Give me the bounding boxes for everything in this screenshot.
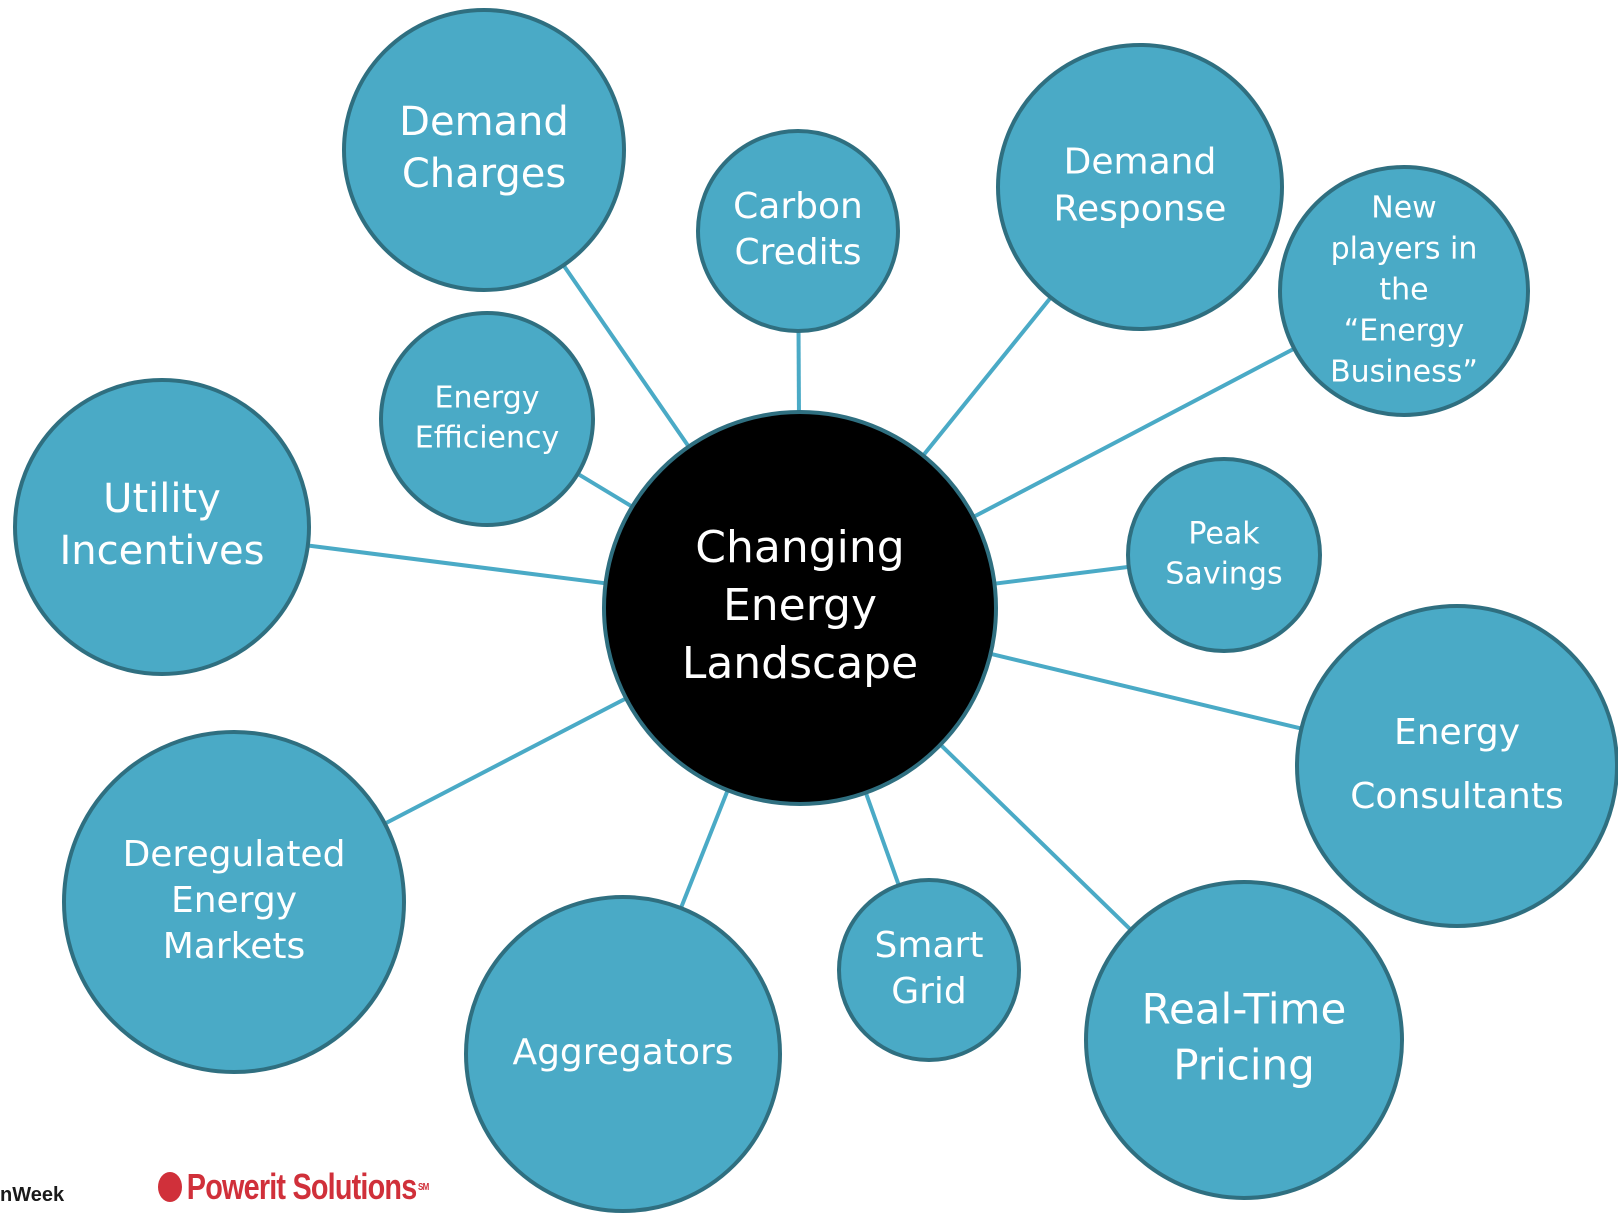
center-node-label-line: Landscape [682,638,918,689]
connector-line-demand-response [921,296,1053,457]
node-peak-savings-label-line: Savings [1165,557,1282,592]
node-energy-consultants-label-line: Energy [1394,712,1520,753]
node-demand-response-label-line: Demand [1064,142,1217,183]
connector-line-peak-savings [994,564,1129,586]
connector-line-real-time-pricing [939,743,1133,932]
node-utility-incentives-label-line: Utility [103,476,221,522]
node-demand-charges-label-line: Charges [402,151,566,197]
node-aggregators-label-line: Aggregators [512,1032,733,1073]
node-smart-grid-circle [837,878,1021,1062]
node-energy-efficiency-circle [379,311,595,527]
node-carbon-credits-label-line: Credits [734,232,861,273]
node-energy-efficiency-label-line: Efficiency [415,421,560,456]
powerit-logo-icon [158,1172,182,1202]
node-real-time-pricing-label-line: Real-Time [1142,985,1347,1034]
node-new-players-label-line: players in [1331,232,1478,267]
connector-line-aggregators [679,789,730,909]
node-deregulated-energy-markets-label-line: Deregulated [123,834,346,875]
node-smart-grid-label-line: Smart [875,925,984,966]
node-energy-efficiency-label-line: Energy [434,381,539,416]
node-smart-grid-label-line: Grid [891,971,967,1012]
connector-line-energy-consultants [990,651,1302,731]
node-demand-charges-circle [342,8,626,292]
node-deregulated-energy-markets-circle [62,730,406,1074]
node-carbon-credits-circle [696,129,900,333]
node-deregulated-energy-markets-label-line: Energy [171,880,297,921]
node-utility-incentives-circle [13,378,311,676]
node-real-time-pricing-label-line: Pricing [1173,1041,1315,1090]
logo-text-part1: Powerit [186,1166,286,1207]
node-energy-consultants-circle [1295,604,1618,928]
node-utility-incentives-label-line: Incentives [59,528,264,574]
node-energy-consultants-label-line: Consultants [1350,776,1563,817]
center-node-label-line: Energy [723,580,877,631]
center-node-label-line: Changing [695,522,904,573]
node-new-players-label-line: the [1379,273,1428,308]
center-node-circle [602,410,998,806]
node-demand-response-circle [996,43,1284,331]
node-new-players-label-line: Business” [1330,355,1478,390]
node-new-players-label-line: “Energy [1344,314,1465,349]
node-new-players-label-line: New [1371,191,1436,226]
node-aggregators: Aggregators [464,895,782,1213]
connector-line-smart-grid [863,791,901,886]
connector-line-energy-efficiency [576,472,634,509]
connector-line-new-players [972,346,1296,519]
node-peak-savings-circle [1126,457,1322,653]
node-aggregators-circle [464,895,782,1213]
node-demand-response-label-line: Response [1054,189,1227,230]
node-demand-charges-label-line: Demand [399,99,569,145]
node-deregulated-energy-markets-label-line: Markets [163,926,306,967]
connector-line-utility-incentives [307,543,606,586]
footer-left-text: nWeek [0,1184,65,1206]
connector-line-demand-charges [561,264,691,448]
connector-line-deregulated-energy-markets [383,696,627,826]
node-peak-savings-label-line: Peak [1188,517,1260,552]
node-real-time-pricing-circle [1084,880,1404,1200]
node-new-players-circle [1278,165,1530,417]
logo-trademark: SM [418,1181,429,1193]
node-carbon-credits-label-line: Carbon [733,186,863,227]
logo-text-part2: Solutions [292,1166,417,1207]
